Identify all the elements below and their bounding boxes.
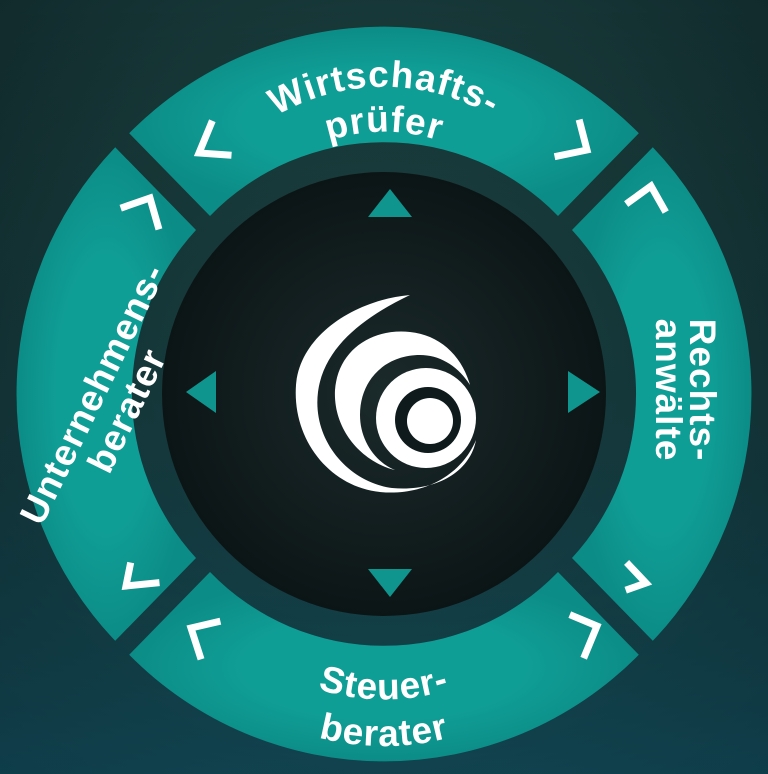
- segment-right[interactable]: [572, 147, 752, 641]
- ring-segments: [16, 26, 752, 762]
- crescent-logo-icon: [295, 295, 476, 493]
- bracket-right-bottom-icon: [624, 560, 653, 594]
- segment-bottom[interactable]: [129, 572, 639, 762]
- bracket-bottom-left-icon: [186, 617, 222, 661]
- arrow-right-icon[interactable]: [568, 371, 600, 413]
- segment-right-label-line2: anwälte: [648, 319, 689, 462]
- bracket-bottom-right-icon: [568, 611, 602, 660]
- bracket-left-bottom-icon: [121, 561, 160, 590]
- bracket-markers: [119, 118, 669, 661]
- arrow-down-icon[interactable]: [368, 569, 412, 597]
- arrow-left-icon[interactable]: [186, 371, 216, 413]
- direction-arrows: [186, 189, 600, 597]
- bracket-top-left-icon: [193, 119, 232, 159]
- bracket-right-top-icon: [624, 180, 669, 214]
- arrow-up-icon[interactable]: [368, 189, 412, 217]
- segment-top[interactable]: [129, 26, 639, 216]
- bracket-left-top-icon: [119, 193, 163, 231]
- bracket-top-right-icon: [553, 118, 592, 161]
- segment-left[interactable]: [16, 147, 196, 641]
- segment-right-label-line1: Rechts-: [682, 319, 723, 462]
- segment-bottom-label-line2: berater: [317, 705, 452, 754]
